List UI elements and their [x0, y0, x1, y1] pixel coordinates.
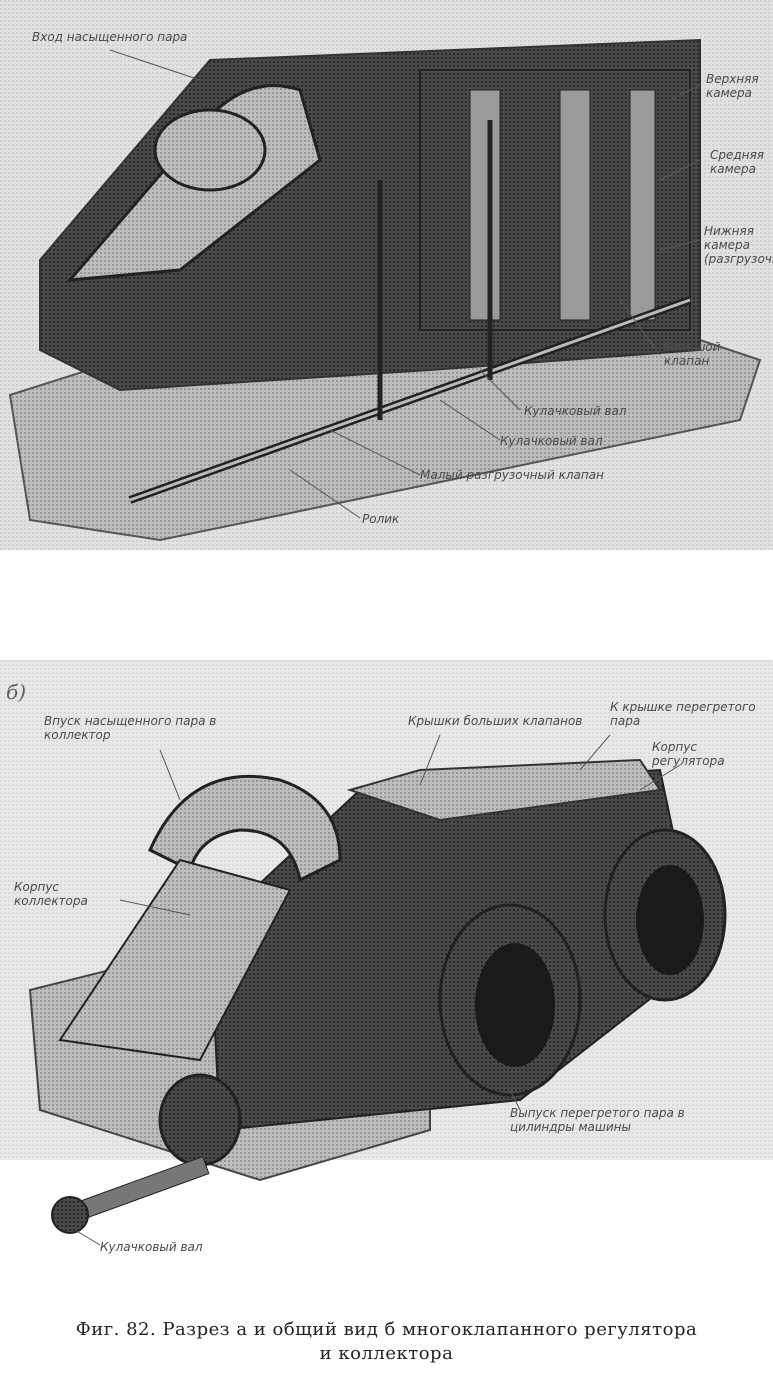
- cutaway-illustration: [0, 0, 773, 550]
- figure-caption: Фиг. 82. Разрез а и общий вид б многокла…: [0, 1318, 773, 1366]
- callout-collector-inlet: Впуск насыщенного пара в коллектор: [44, 714, 217, 742]
- callout-lower-chamber: Нижняя камера (разгрузочная): [704, 224, 773, 266]
- caption-line-1: Фиг. 82. Разрез а и общий вид б многокла…: [75, 1319, 698, 1340]
- callout-roller: Ролик: [362, 512, 400, 526]
- callout-superheated-outlet: Выпуск перегретого пара в цилиндры машин…: [510, 1106, 685, 1134]
- callout-camshaft-b: Кулачковый вал: [100, 1240, 203, 1254]
- callout-superheated-cover: К крышке перегретого пара: [610, 700, 756, 728]
- callout-camshaft-2: Кулачковый вал: [500, 434, 603, 448]
- callout-saturated-steam-inlet: Вход насыщенного пара: [32, 30, 188, 44]
- callout-collector-body: Корпус коллектора: [14, 880, 88, 908]
- callout-camshaft-1: Кулачковый вал: [524, 404, 627, 418]
- callout-regulator-body: Корпус регулятора: [652, 740, 725, 768]
- figure-panel-a: Вход насыщенного пара Верхняя камера Сре…: [0, 0, 773, 560]
- callout-middle-chamber: Средняя камера: [710, 148, 764, 176]
- callout-upper-chamber: Верхняя камера: [706, 72, 759, 100]
- callout-large-valve-covers: Крышки больших клапанов: [408, 714, 583, 728]
- callout-small-relief-valve: Малый разгрузочный клапан: [420, 468, 604, 482]
- callout-large-valve: Большой клапан: [664, 340, 721, 368]
- general-view-illustration: [0, 660, 773, 1246]
- caption-line-2: и коллектора: [319, 1343, 454, 1364]
- figure-panel-b: б): [0, 660, 773, 1285]
